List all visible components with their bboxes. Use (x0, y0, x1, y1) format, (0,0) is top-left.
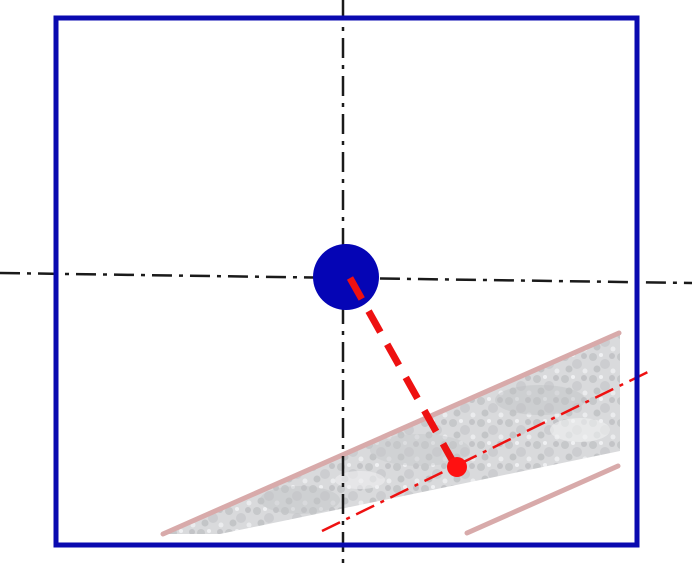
band-upper-edge (160, 330, 622, 537)
square-frame (53, 15, 640, 548)
band-lower-edge (464, 463, 621, 536)
offset-point (447, 457, 467, 477)
band-centerline (321, 370, 649, 533)
band-texture (260, 385, 610, 514)
center-point (313, 244, 379, 310)
inclined-band (160, 330, 622, 537)
